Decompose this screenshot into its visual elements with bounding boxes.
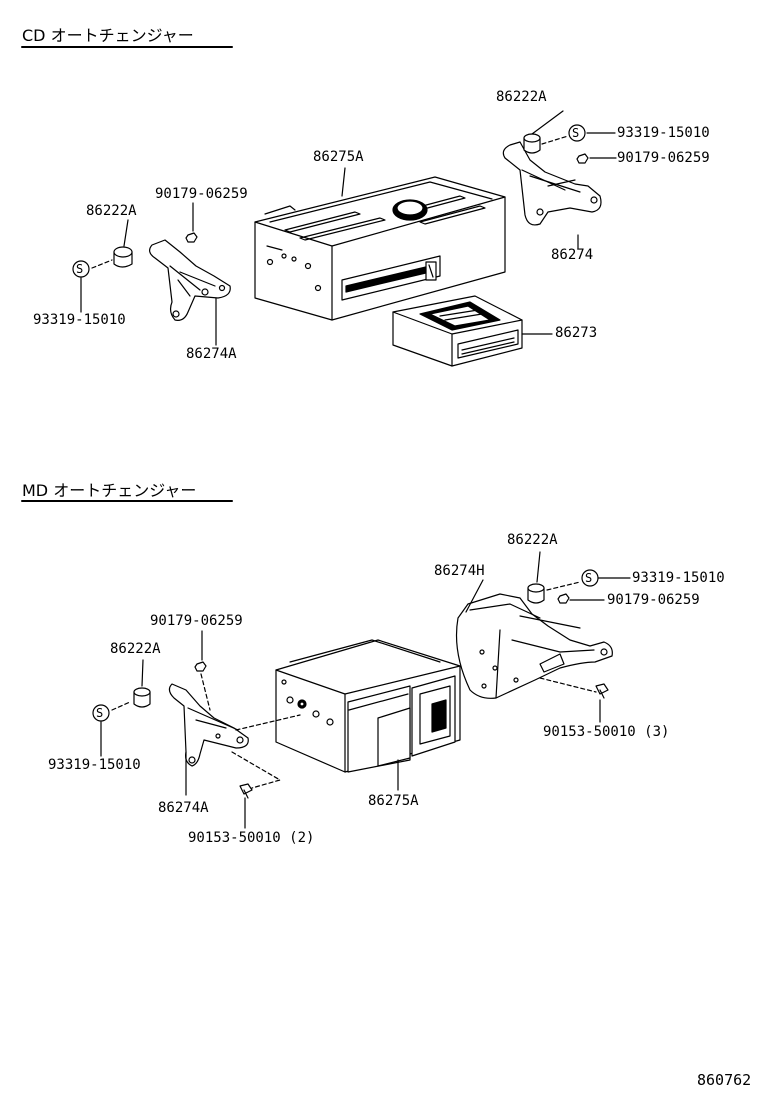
md-right-washer-circle [582,570,598,586]
cd-part-90179-left: 90179-06259 [155,186,248,202]
cd-left-rubber-mount [114,247,132,267]
md-part-86222a-right: 86222A [507,532,558,548]
cd-part-86273: 86273 [555,325,598,341]
md-left-rubber-mount [134,688,150,707]
cd-part-93319-left: 93319-15010 [33,312,126,328]
cd-part-93319-right: 93319-15010 [617,125,710,141]
md-left-washer-symbol: S [96,706,104,720]
md-changer-unit [276,640,460,772]
cd-left-washer-circle [73,261,89,277]
cd-left-bracket [150,240,231,320]
md-section-title: MD オートチェンジャー [22,481,197,500]
cd-right-washer-symbol: S [572,126,580,140]
md-part-90153-right: 90153-50010 (3) [543,724,670,740]
md-right-rubber-mount [528,584,544,603]
cd-left-nut [186,233,197,242]
cd-right-rubber-mount [524,134,540,153]
md-part-86274a: 86274A [158,800,209,816]
md-part-86222a-left: 86222A [110,641,161,657]
cd-right-bracket [503,142,601,225]
md-left-washer-circle [93,705,109,721]
cd-section-title: CD オートチェンジャー [22,26,194,45]
cd-part-86274: 86274 [551,247,594,263]
cd-part-90179-right: 90179-06259 [617,150,710,166]
md-part-90153-left: 90153-50010 (2) [188,830,315,846]
md-right-washer-symbol: S [585,571,593,585]
md-left-nut [195,662,206,671]
cd-magazine [393,296,522,366]
cd-part-86222a-left: 86222A [86,203,137,219]
cd-right-nut [577,154,588,163]
cd-left-washer-symbol: S [76,262,84,276]
md-left-screw [240,784,252,798]
md-part-90179-right: 90179-06259 [607,592,700,608]
md-part-86275a: 86275A [368,793,419,809]
cd-right-washer-circle [569,125,585,141]
cd-part-86275a: 86275A [313,149,364,165]
cd-part-86222a-right: 86222A [496,89,547,105]
cd-changer-unit [255,177,505,320]
cd-part-86274a: 86274A [186,346,237,362]
md-left-bracket [169,684,248,766]
md-bracket-86274h [457,594,613,698]
md-part-90179-left: 90179-06259 [150,613,243,629]
diagram-id: 860762 [697,1071,752,1089]
md-right-nut [558,594,569,603]
md-part-93319-left: 93319-15010 [48,757,141,773]
md-right-screw [596,684,608,698]
md-part-86274h: 86274H [434,563,485,579]
md-part-93319-right: 93319-15010 [632,570,725,586]
